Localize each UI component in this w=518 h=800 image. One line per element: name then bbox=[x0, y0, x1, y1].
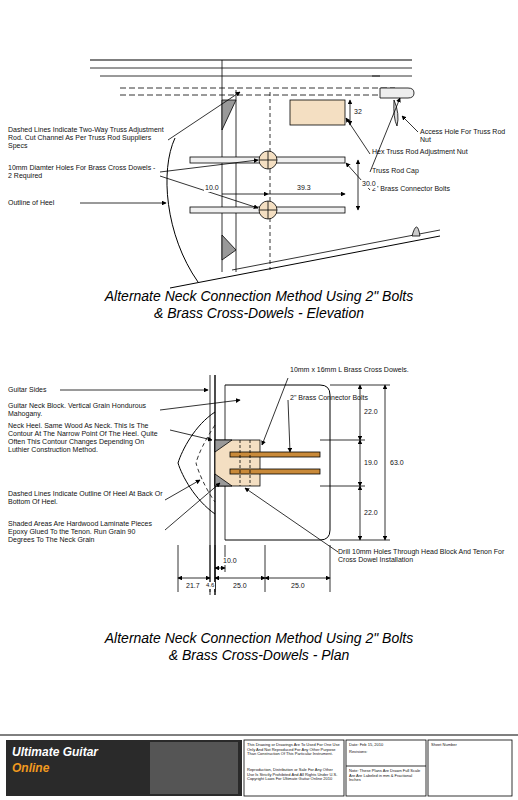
title-block-note: Note: These Plans Are Drawn Full Scale A… bbox=[349, 769, 425, 783]
callout-note: Shaded Areas Are Hardwood Laminate Piece… bbox=[8, 520, 163, 544]
callout-note: 2" Brass Connector Bolts bbox=[372, 185, 492, 193]
legal-note: This Drawing or Drawings Are To Used For… bbox=[247, 743, 341, 757]
callout-note: Drill 10mm Holes Through Head Block And … bbox=[338, 548, 508, 564]
title-block-field: Revisions: bbox=[349, 750, 425, 755]
callout-note: Truss Rod Cap bbox=[372, 167, 492, 175]
dimension: 10.0 bbox=[204, 184, 220, 192]
dimension: 30.0 bbox=[361, 180, 377, 188]
dimension: 4.6 bbox=[205, 582, 215, 589]
callout-note: Dashed Lines Indicate Outline Of Heel At… bbox=[8, 490, 163, 506]
dimension: 21.7 bbox=[185, 582, 201, 590]
dimension: 39.3 bbox=[296, 184, 312, 192]
title-block-field: Date: Feb 15, 2010 bbox=[349, 743, 425, 748]
dimension: 63.0 bbox=[389, 459, 405, 467]
dimension: 22.0 bbox=[363, 509, 379, 517]
callout-note: Outline of Heel bbox=[8, 199, 78, 207]
legal-note: Reproduction, Distribution or Sale For A… bbox=[247, 768, 341, 782]
callout-note: 10mm Diamter Holes For Brass Cross Dowel… bbox=[8, 164, 158, 180]
dimension: 10.0 bbox=[222, 557, 238, 565]
dimension: 32 bbox=[353, 108, 363, 116]
callout-note: Guitar Neck Block. Vertical Grain Hondur… bbox=[8, 402, 158, 418]
callout-note: Neck Heel. Same Wood As Neck. This Is Th… bbox=[8, 422, 166, 454]
caption: Alternate Neck Connection Method Using 2… bbox=[104, 630, 414, 664]
callout-note: Access Hole For Truss Rod Nut bbox=[420, 128, 512, 144]
dimension: 25.0 bbox=[232, 582, 248, 590]
callout-note: Guitar Sides bbox=[8, 386, 68, 394]
caption: Alternate Neck Connection Method Using 2… bbox=[104, 288, 414, 322]
callout-note: 10mm x 16mm L Brass Cross Dowels. bbox=[290, 366, 420, 374]
dimension: 19.0 bbox=[363, 459, 379, 467]
logo-text: Ultimate Guitar bbox=[12, 746, 142, 760]
callout-note: 2" Brass Connector Bolts bbox=[290, 394, 410, 402]
logo-text: Online bbox=[12, 762, 142, 776]
callout-note: Dashed Lines Indicate Two-Way Truss Adju… bbox=[8, 126, 168, 150]
dimension: 22.0 bbox=[363, 408, 379, 416]
callout-note: Hex Truss Rod Adjustment Nut bbox=[372, 148, 492, 156]
dimension: 25.0 bbox=[290, 582, 306, 590]
title-block-field: Sheet Number bbox=[431, 743, 509, 748]
